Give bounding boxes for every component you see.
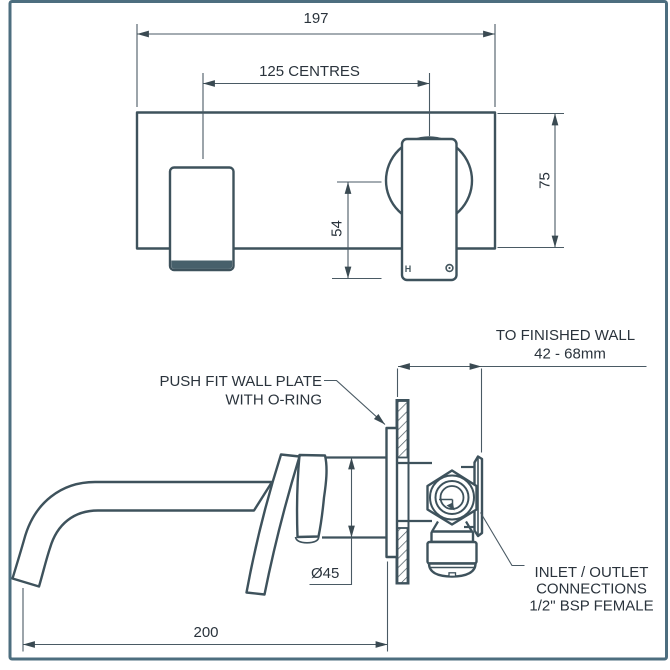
side-view: TO FINISHED WALL 42 - 68mm PUSH FIT WALL…	[11, 327, 654, 652]
connection-mid-ring	[434, 480, 470, 515]
dim-45-label: Ø45	[311, 565, 339, 582]
bore-key-mark	[439, 498, 455, 511]
wall-hatch-bottom	[396, 527, 409, 584]
dimension-125-centres: 125 CENTRES	[202, 63, 431, 159]
inlet-outlet-label: INLET / OUTLET CONNECTIONS 1/2" BSP FEMA…	[480, 512, 654, 615]
dimension-197: 197	[136, 10, 496, 107]
dim-200-label: 200	[193, 624, 218, 641]
inlet-outlet-assembly	[426, 455, 484, 578]
wall-plate-label-2: WITH O-RING	[225, 392, 322, 409]
temperature-control	[400, 137, 458, 282]
inlet-label-3: 1/2" BSP FEMALE	[529, 598, 653, 615]
lower-connection	[426, 520, 478, 578]
top-view: H 197 125 CENTRES 75	[135, 10, 564, 282]
wall-dim-label-2: 42 - 68mm	[534, 346, 606, 363]
escutcheon-foot	[294, 536, 320, 544]
spout-escutcheon	[294, 453, 328, 544]
dim-125-label: 125 CENTRES	[259, 63, 360, 80]
lever-handle-band	[171, 260, 233, 269]
inlet-label-1: INLET / OUTLET	[535, 564, 649, 581]
wall-plate-label-1: PUSH FIT WALL PLATE	[159, 373, 322, 390]
wall-hatch-top	[396, 400, 409, 459]
connection-outer-ring	[429, 474, 475, 521]
dim-197-label: 197	[303, 10, 328, 27]
connection-bore	[439, 485, 465, 510]
dim-75-label: 75	[537, 172, 554, 189]
wall-dim-label-1: TO FINISHED WALL	[496, 327, 635, 344]
lever-handle	[168, 166, 235, 272]
dimension-200: 200	[22, 561, 389, 652]
cold-indicator-icon	[445, 263, 454, 273]
dimension-75: 75	[497, 112, 564, 249]
dimension-54: 54	[329, 181, 382, 280]
spout	[11, 480, 274, 588]
dimension-diameter-45: Ø45	[309, 457, 355, 586]
page-border	[8, 0, 668, 661]
wall-plate-label: PUSH FIT WALL PLATE WITH O-RING	[159, 373, 386, 425]
wall-plate	[385, 426, 399, 559]
inlet-label-2: CONNECTIONS	[536, 581, 647, 598]
wall-section	[395, 399, 410, 585]
hot-marking: H	[405, 264, 412, 274]
dimension-to-finished-wall: TO FINISHED WALL 42 - 68mm	[396, 327, 647, 453]
spout-cover-plate	[245, 453, 301, 596]
dim-54-label: 54	[329, 220, 346, 237]
